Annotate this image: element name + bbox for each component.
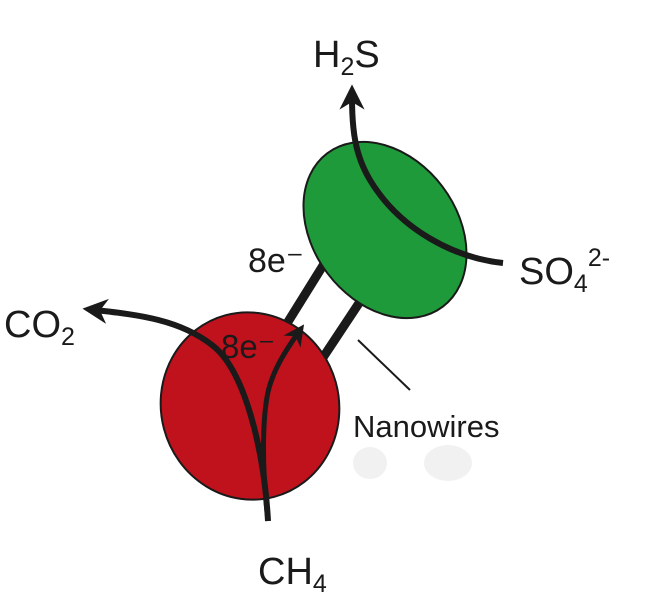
electrons-label-outer: 8e⁻	[248, 242, 304, 280]
nanowires-label: Nanowires	[353, 409, 499, 444]
h2s-label: H2S	[313, 34, 380, 81]
electron-transfer-arrow	[261, 324, 305, 522]
ch4-label: CH4	[258, 551, 327, 598]
nanowires-pointer-line	[357, 339, 411, 391]
so4-label: SO42-	[519, 244, 610, 298]
co2-label: CO2	[4, 304, 75, 351]
background-blob	[424, 445, 472, 481]
electrons-label-inner: 8e⁻	[221, 328, 275, 365]
ch4-to-co2-arrow	[82, 298, 271, 522]
background-blob	[353, 447, 387, 479]
bacterium-cell	[302, 140, 468, 320]
so4-to-h2s-arrow	[339, 84, 504, 266]
